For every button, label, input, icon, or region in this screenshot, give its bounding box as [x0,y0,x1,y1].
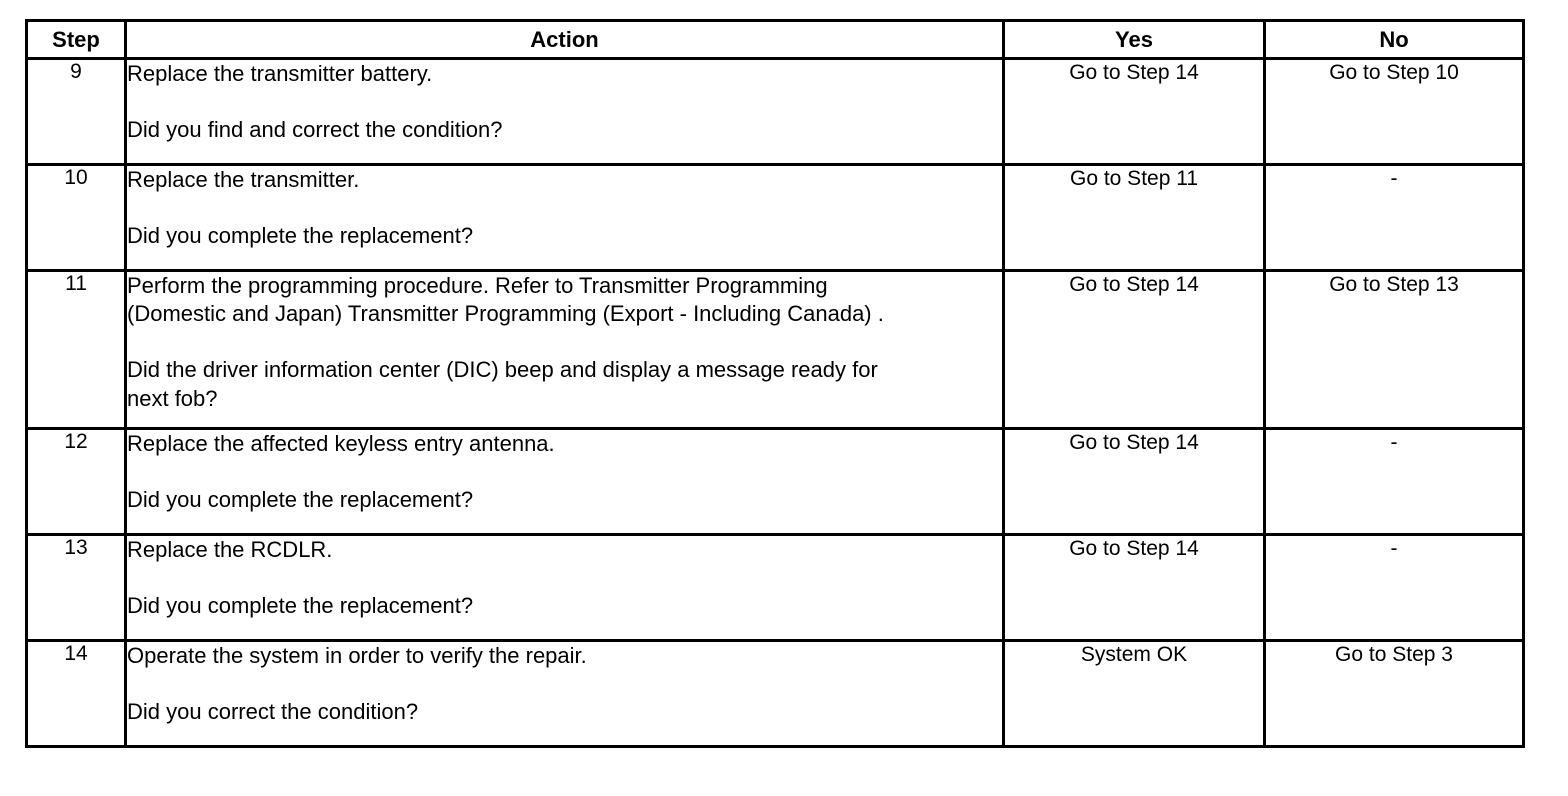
no-result-cell: Go to Step 3 [1263,639,1525,748]
table-row: 9 Replace the transmitter battery. Did y… [25,57,1525,166]
no-result-cell: - [1263,427,1525,536]
table-row: 13 Replace the RCDLR. Did you complete t… [25,533,1525,642]
table-row: 10 Replace the transmitter. Did you comp… [25,163,1525,272]
yes-result-cell: Go to Step 14 [1002,533,1266,642]
step-number-cell: 10 [25,163,127,272]
column-header-step: Step [25,19,127,60]
yes-result-cell: Go to Step 11 [1002,163,1266,272]
action-cell: Operate the system in order to verify th… [124,639,1005,748]
no-result-cell: Go to Step 10 [1263,57,1525,166]
step-number-cell: 11 [25,269,127,430]
yes-result-cell: Go to Step 14 [1002,57,1266,166]
column-header-no: No [1263,19,1525,60]
diagnostic-steps-table: Step Action Yes No 9 Replace the transmi… [25,19,1525,748]
yes-result-cell: Go to Step 14 [1002,269,1266,430]
table-header: Step Action Yes No [25,19,1525,60]
action-cell: Replace the transmitter. Did you complet… [124,163,1005,272]
table-row: 12 Replace the affected keyless entry an… [25,427,1525,536]
table-row: 11 Perform the programming procedure. Re… [25,269,1525,430]
no-result-cell: - [1263,533,1525,642]
table-header-row: Step Action Yes No [25,19,1525,60]
table-row: 14 Operate the system in order to verify… [25,639,1525,748]
step-number-cell: 13 [25,533,127,642]
column-header-yes: Yes [1002,19,1266,60]
step-number-cell: 14 [25,639,127,748]
action-cell: Replace the affected keyless entry anten… [124,427,1005,536]
yes-result-cell: Go to Step 14 [1002,427,1266,536]
column-header-action: Action [124,19,1005,60]
action-cell: Perform the programming procedure. Refer… [124,269,1005,430]
no-result-cell: Go to Step 13 [1263,269,1525,430]
action-cell: Replace the RCDLR. Did you complete the … [124,533,1005,642]
no-result-cell: - [1263,163,1525,272]
action-cell: Replace the transmitter battery. Did you… [124,57,1005,166]
yes-result-cell: System OK [1002,639,1266,748]
step-number-cell: 9 [25,57,127,166]
table-body: 9 Replace the transmitter battery. Did y… [25,57,1525,748]
step-number-cell: 12 [25,427,127,536]
